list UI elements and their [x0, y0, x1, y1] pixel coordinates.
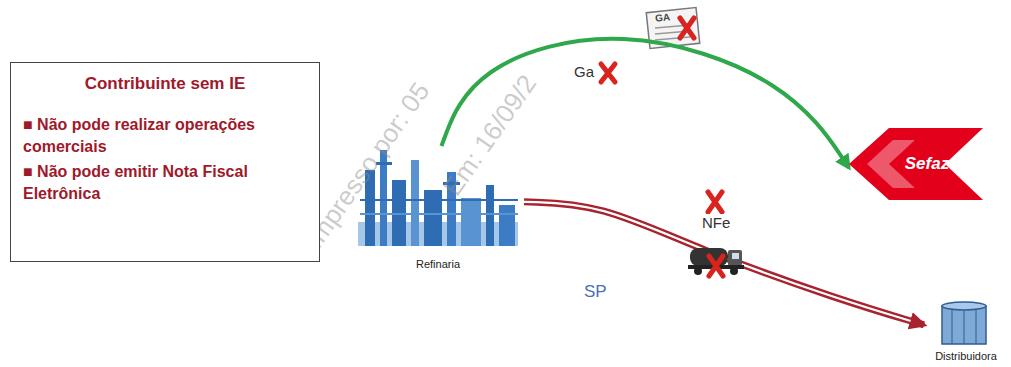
watermark: Em: 16/09/2	[437, 69, 543, 202]
edge-label: NFe	[700, 214, 732, 231]
sefaz-shape	[849, 128, 983, 200]
distributor-node: Distribuidora	[924, 298, 1008, 362]
edge-label: Ga	[572, 63, 596, 80]
info-box: Contribuinte sem IE ■ Não pode realizar o…	[10, 62, 320, 262]
flow-arrow	[524, 202, 924, 325]
icon-label: Refinaria	[414, 258, 462, 270]
flow-line-inner	[524, 202, 924, 325]
cross-mark	[601, 18, 723, 276]
flow-line	[524, 202, 924, 325]
tank-icon	[942, 302, 986, 344]
box-title: Contribuinte sem IE	[23, 73, 307, 96]
bullet-text: ■ Não pode emitir Nota Fiscal Eletrônica	[23, 161, 307, 204]
refinery-node: Refinaria	[352, 146, 524, 270]
bullet-text: ■ Não pode realizar operações comerciais	[23, 114, 307, 157]
region-label: SP	[584, 282, 607, 302]
document-title: GA	[654, 11, 670, 24]
sefaz-logo: Sefaz	[845, 126, 987, 202]
icon-label: Distribuidora	[933, 350, 999, 362]
logo-text: Sefaz	[905, 154, 949, 174]
truck-icon	[688, 248, 744, 275]
